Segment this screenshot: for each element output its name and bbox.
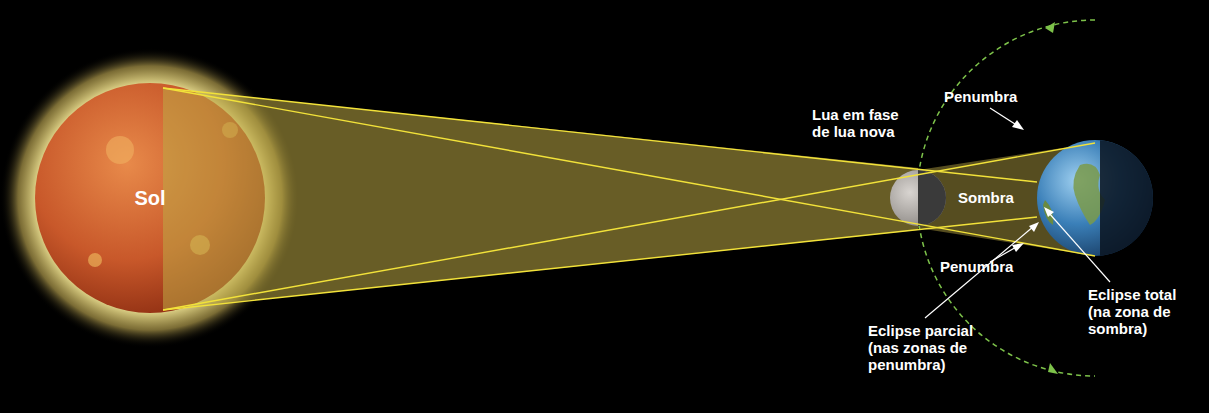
total-eclipse-label: Eclipse total (na zona de sombra) xyxy=(1088,286,1198,337)
node-title: Sol xyxy=(134,187,165,210)
umbra-label: Sombra xyxy=(958,189,1028,206)
moon-label: Lua em fase de lua nova xyxy=(812,106,912,140)
sun-circle: Sol xyxy=(35,83,265,313)
partial-eclipse-label: Eclipse parcial (nas zonas de penumbra) xyxy=(868,322,993,373)
penumbra-label: Penumbra xyxy=(940,258,1030,275)
penumbra-label: Penumbra xyxy=(944,88,1034,105)
